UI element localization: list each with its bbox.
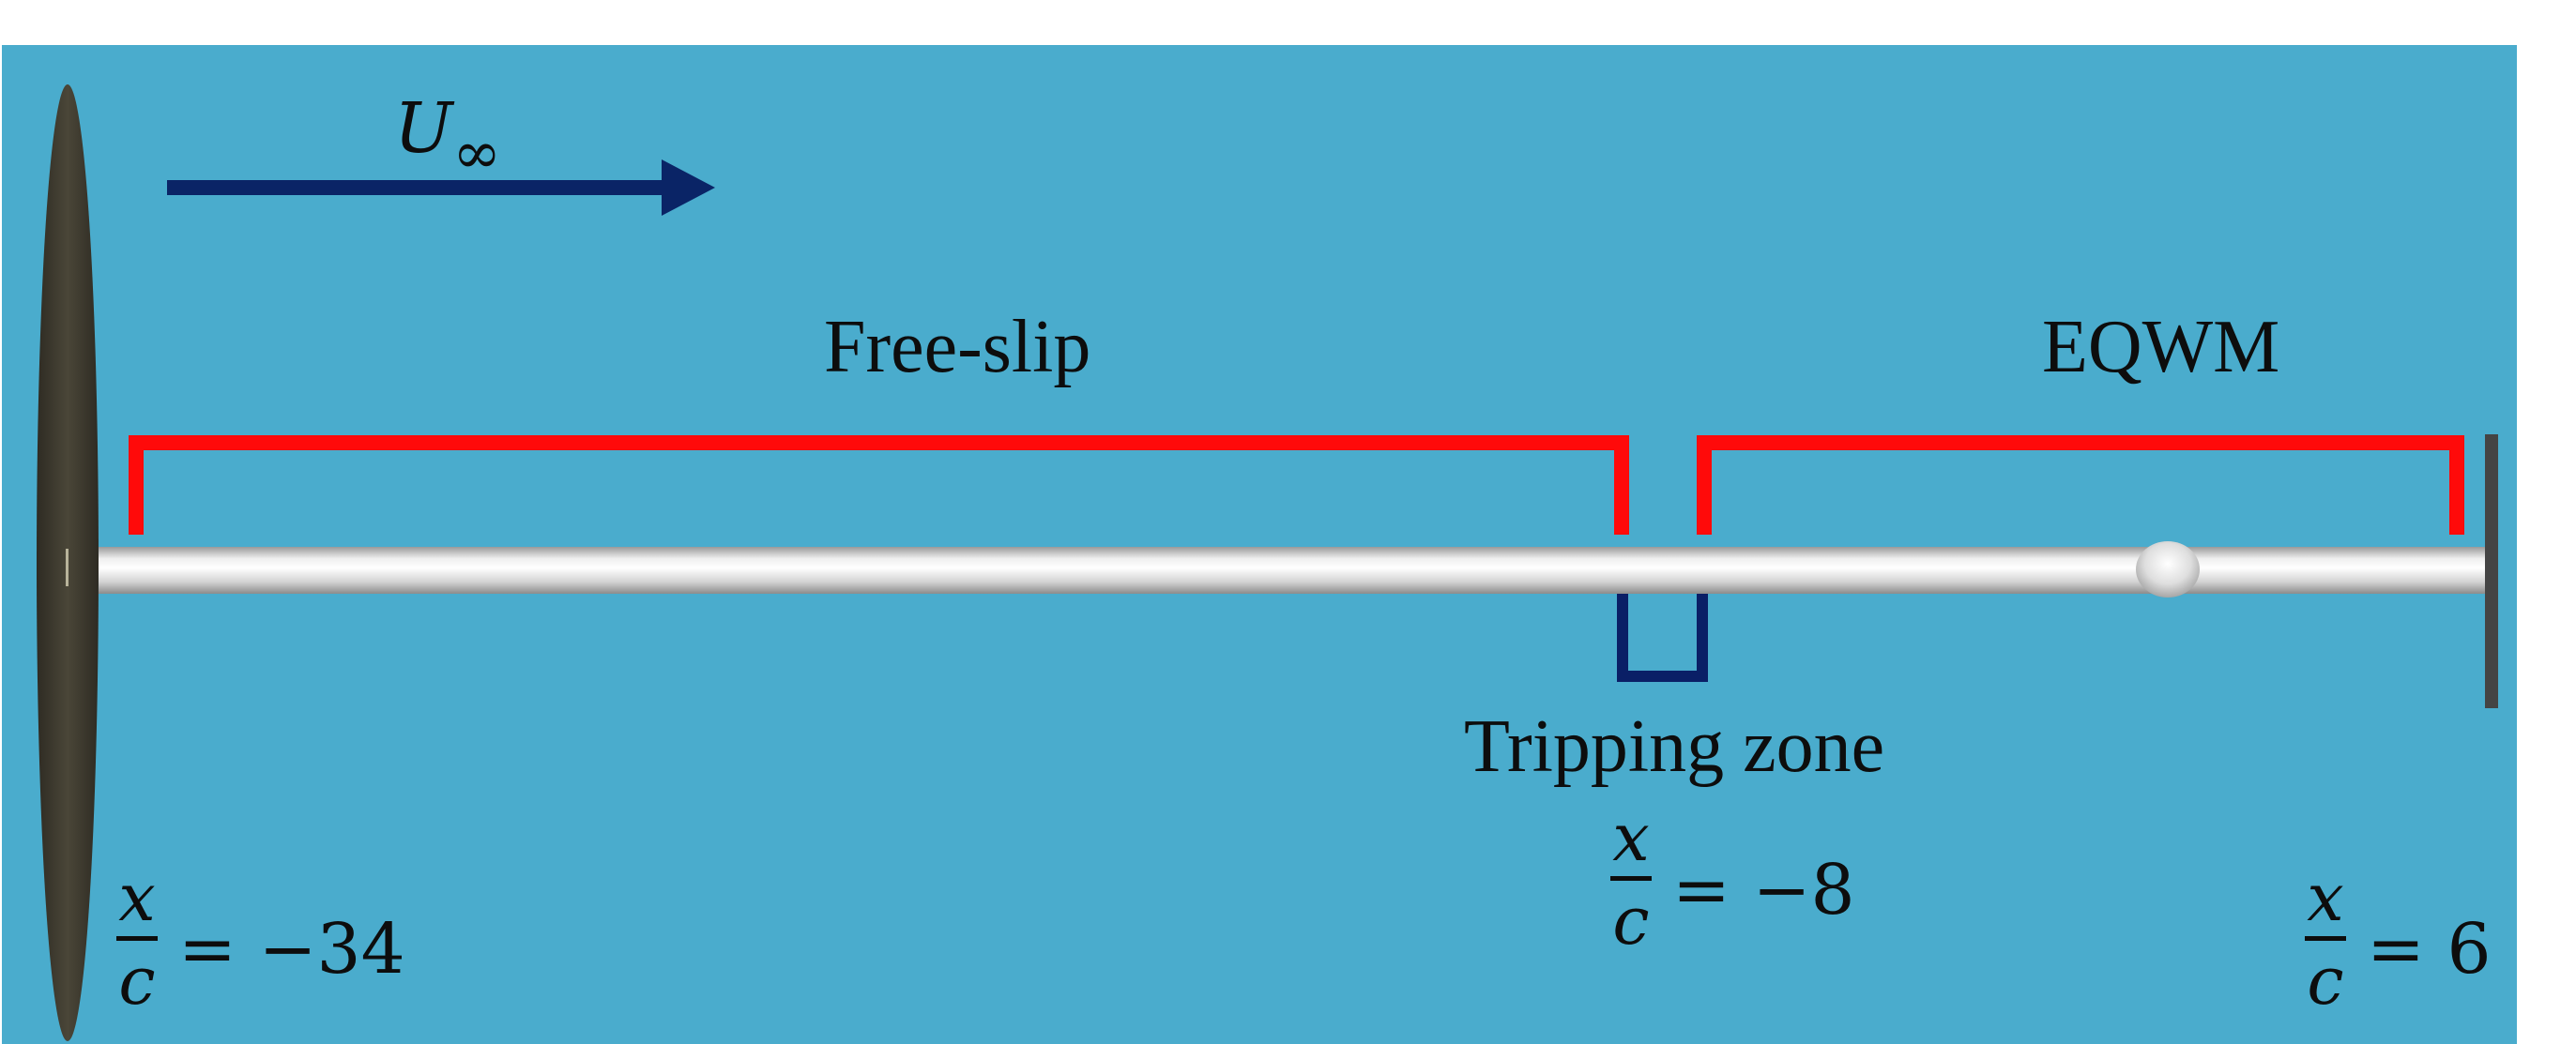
inlet-disk-highlight: [66, 549, 69, 586]
fraction-bar: [116, 936, 158, 941]
station-trip-value: = −8: [1672, 850, 1855, 931]
tripping-zone-bracket: [1617, 591, 1708, 682]
station-right-denominator: c: [2307, 943, 2344, 1020]
station-right-fraction: x c: [2297, 865, 2354, 1014]
station-left-fraction: x c: [109, 865, 165, 1014]
fraction-bar: [1610, 876, 1652, 881]
station-right-value: = 6: [2367, 909, 2492, 990]
eqwm-label: EQWM: [2042, 306, 2280, 388]
free-slip-bracket: [129, 435, 1629, 535]
station-left-numerator: x: [118, 859, 156, 936]
fraction-bar: [2305, 936, 2346, 941]
station-right-numerator: x: [2307, 859, 2344, 936]
rod: [99, 547, 2492, 594]
station-left-value: = −34: [178, 909, 405, 990]
rod-bulge: [2136, 541, 2200, 598]
end-wall: [2485, 434, 2498, 708]
free-slip-label: Free-slip: [824, 306, 1091, 388]
tripping-zone-label: Tripping zone: [1464, 705, 1885, 788]
velocity-subscript: ∞: [452, 118, 502, 187]
freestream-velocity-label: U∞: [394, 94, 501, 182]
freestream-arrow-head: [662, 159, 715, 216]
velocity-symbol: U: [394, 88, 453, 169]
station-trip-numerator: x: [1612, 799, 1650, 876]
station-left-denominator: c: [118, 943, 156, 1020]
station-trip-fraction: x c: [1603, 805, 1659, 954]
eqwm-bracket: [1697, 435, 2464, 535]
domain-background: [2, 45, 2517, 1044]
station-trip-denominator: c: [1612, 883, 1650, 960]
